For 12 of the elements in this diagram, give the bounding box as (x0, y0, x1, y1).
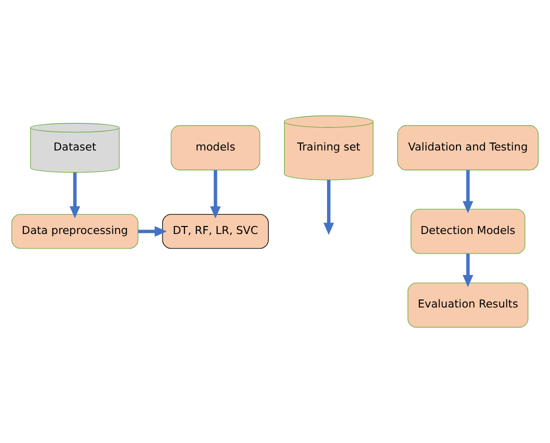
node-box: Validation and Testing (397, 125, 539, 170)
arrow (462, 254, 474, 288)
node-box: Detection Models (410, 208, 526, 254)
arrow (70, 172, 80, 218)
node-box: DT, RF, LR, SVC (162, 214, 269, 249)
arrow (210, 170, 221, 218)
node-box: models (170, 125, 260, 170)
node-box: Data preprocessing (11, 214, 138, 249)
arrow (462, 170, 474, 214)
node-box: Evaluation Results (408, 282, 528, 328)
arrow (138, 226, 167, 237)
arrow (323, 180, 334, 235)
